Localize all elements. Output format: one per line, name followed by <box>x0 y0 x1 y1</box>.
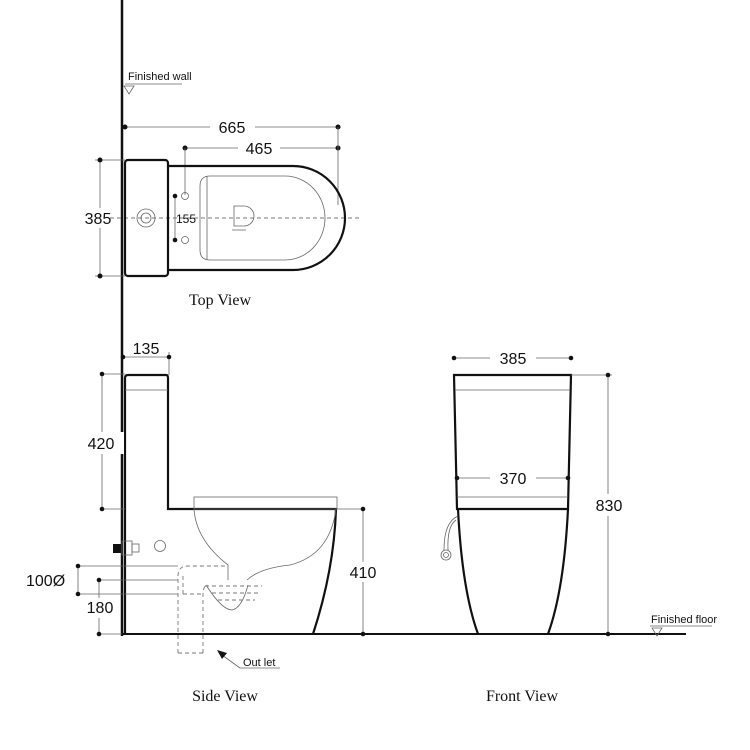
dim-385-top: 385 <box>85 211 112 228</box>
dim-135: 135 <box>133 341 160 358</box>
dim-830: 830 <box>596 498 623 515</box>
dim-410: 410 <box>350 565 377 582</box>
dim-385-front: 385 <box>500 351 527 368</box>
dim-665: 665 <box>219 120 246 137</box>
front-view-title: Front View <box>486 688 559 705</box>
floor-marker-icon <box>651 627 663 637</box>
side-view: 135 420 410 100Ø 180 Out let Side View <box>26 341 470 705</box>
side-view-title: Side View <box>192 688 258 705</box>
water-inlet-icon <box>440 549 452 561</box>
outlet-arrow-icon <box>217 650 227 659</box>
top-view: 665 465 385 155 Top View <box>72 117 360 309</box>
dim-465: 465 <box>246 141 273 158</box>
finished-wall-label: Finished wall <box>128 71 192 83</box>
dim-180: 180 <box>87 600 114 617</box>
wall-marker-icon <box>123 85 135 95</box>
dim-420: 420 <box>88 436 115 453</box>
dim-370: 370 <box>500 471 527 488</box>
top-view-title: Top View <box>189 292 252 309</box>
dim-155: 155 <box>176 212 196 226</box>
dim-100-diameter: 100Ø <box>26 573 65 590</box>
outlet-label: Out let <box>243 657 275 669</box>
front-view: 385 370 830 Finished floor Front View <box>420 348 717 705</box>
finished-floor-label: Finished floor <box>651 614 717 626</box>
